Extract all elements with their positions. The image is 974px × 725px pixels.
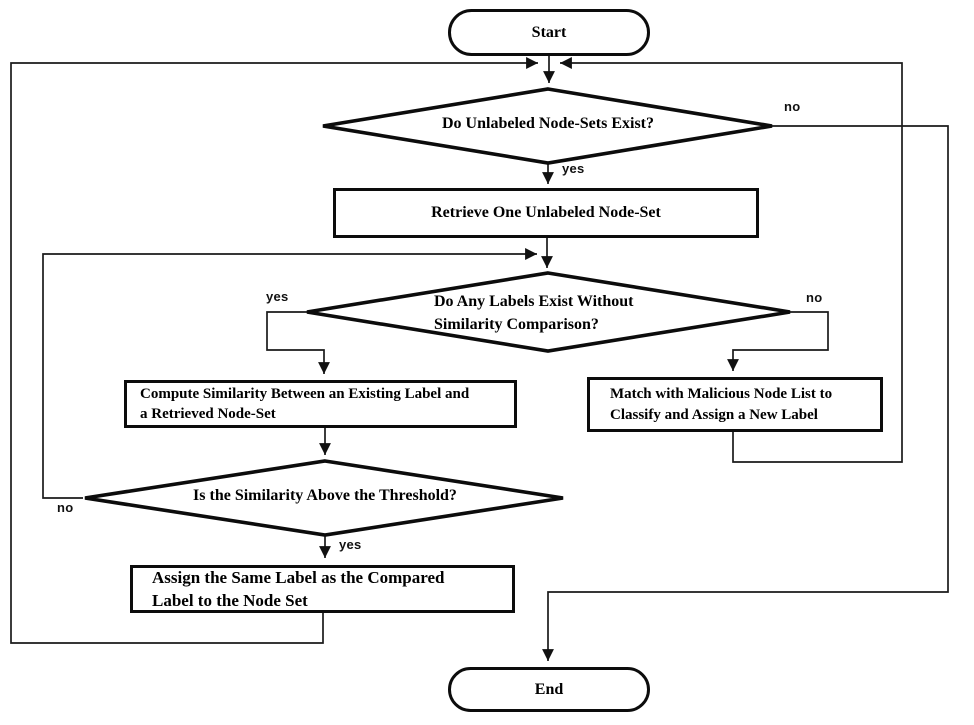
decision-threshold-label: Is the Similarity Above the Threshold? [193,487,457,504]
assign-label-line1: Assign the Same Label as the Compared [152,568,445,587]
compute-label-line1: Compute Similarity Between an Existing L… [140,386,470,402]
decision-labels-label: Do Any Labels Exist Without Similarity C… [434,290,704,336]
match-label-line2: Classify and Assign a New Label [610,406,818,423]
edge-label-labels-yes: yes [266,289,289,304]
assign-label-line2: Label to the Node Set [152,591,308,610]
match-label-line1: Match with Malicious Node List to [610,385,833,402]
edge-label-threshold-yes: yes [339,537,362,552]
decision-unlabeled-label: Do Unlabeled Node-Sets Exist? [441,115,654,132]
edge-label-unlabeled-no: no [784,99,801,114]
decision-labels-label-line2: Similarity Comparison? [434,316,599,333]
edge-label-unlabeled-yes: yes [562,161,585,176]
decision-unlabeled-shape [322,87,773,165]
compute-node: Compute Similarity Between an Existing L… [124,380,517,428]
edge-label-threshold-no: no [57,500,74,515]
edge-unlabeled-no-to-end [542,125,949,661]
match-node: Match with Malicious Node List to Classi… [587,377,883,432]
edge-label-labels-no: no [806,290,823,305]
decision-labels-shape [306,271,791,353]
start-node: Start [448,9,650,56]
start-label: Start [531,23,567,41]
retrieve-node: Retrieve One Unlabeled Node-Set [333,188,759,238]
end-node: End [448,667,650,712]
edge-match-loop-to-start-junction [560,57,903,463]
edge-labels-yes-to-compute [266,311,330,374]
decision-threshold-shape [84,459,564,537]
assign-node: Assign the Same Label as the Compared La… [130,565,515,613]
edge-threshold-no-loop [42,248,537,499]
edge-labels-no-to-match [727,311,829,371]
retrieve-label: Retrieve One Unlabeled Node-Set [431,204,661,221]
compute-label-line2: a Retrieved Node-Set [140,406,276,422]
decision-labels-label-line1: Do Any Labels Exist Without [434,293,634,310]
edge-assign-loop-to-start-junction [10,57,538,644]
end-label: End [534,680,564,698]
